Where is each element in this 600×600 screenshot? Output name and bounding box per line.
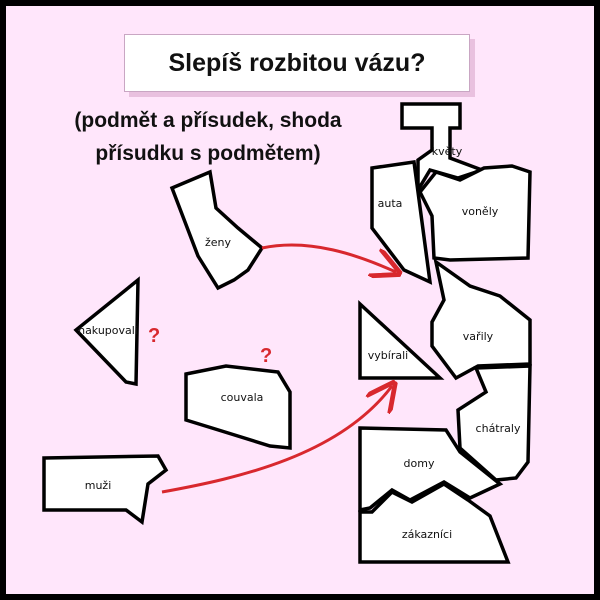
vase-piece-varily[interactable]: vařily (430, 258, 532, 381)
vase-piece-vybirali-label: vybírali (368, 349, 408, 362)
subtitle-line-2: přísudku s podmětem) (95, 142, 321, 165)
question-mark-2: ? (260, 345, 272, 367)
loose-piece-nakupovali[interactable]: nakupovali (73, 276, 140, 387)
vase-piece-vybirali[interactable]: vybírali (358, 299, 445, 380)
subtitle-line-1: (podmět a přísudek, shoda (74, 109, 342, 132)
subtitle: (podmět a přísudek, shoda přísudku s pod… (28, 104, 388, 170)
loose-piece-nakupovali-label: nakupovali (78, 324, 138, 337)
title-box: Slepíš rozbitou vázu? (124, 34, 470, 92)
vase-piece-domy-label: domy (404, 457, 435, 470)
vase-piece-zakaznici[interactable]: zákazníci (358, 481, 511, 564)
loose-piece-muzi[interactable]: muži (42, 454, 169, 526)
vase-piece-auta-label: auta (378, 197, 403, 210)
arrow-zeny-to-vase (261, 243, 396, 272)
question-mark-1: ? (148, 325, 160, 347)
vase-piece-auta[interactable]: auta (370, 160, 433, 285)
vase-piece-venely[interactable]: voněly (417, 164, 532, 262)
vase: květy auta voněly vybírali vařily (358, 102, 532, 564)
page-title: Slepíš rozbitou vázu? (168, 48, 426, 77)
loose-piece-zeny[interactable]: ženy (169, 169, 265, 291)
vase-piece-kvety-label: květy (432, 145, 463, 158)
vase-piece-zakaznici-label: zákazníci (402, 528, 452, 541)
vase-piece-varily-label: vařily (463, 330, 494, 343)
vase-piece-chatraly-label: chátraly (476, 422, 521, 435)
loose-piece-couvala-label: couvala (221, 391, 264, 404)
loose-piece-muzi-label: muži (85, 479, 112, 492)
loose-piece-couvala[interactable]: couvala (184, 364, 292, 450)
puzzle-board: květy auta voněly vybírali vařily (42, 102, 532, 564)
vase-piece-venely-label: voněly (462, 205, 499, 218)
arrow-muzi-to-vase (161, 386, 392, 494)
loose-piece-zeny-label: ženy (205, 236, 232, 249)
worksheet-canvas: Slepíš rozbitou vázu? (podmět a přísudek… (6, 6, 594, 594)
